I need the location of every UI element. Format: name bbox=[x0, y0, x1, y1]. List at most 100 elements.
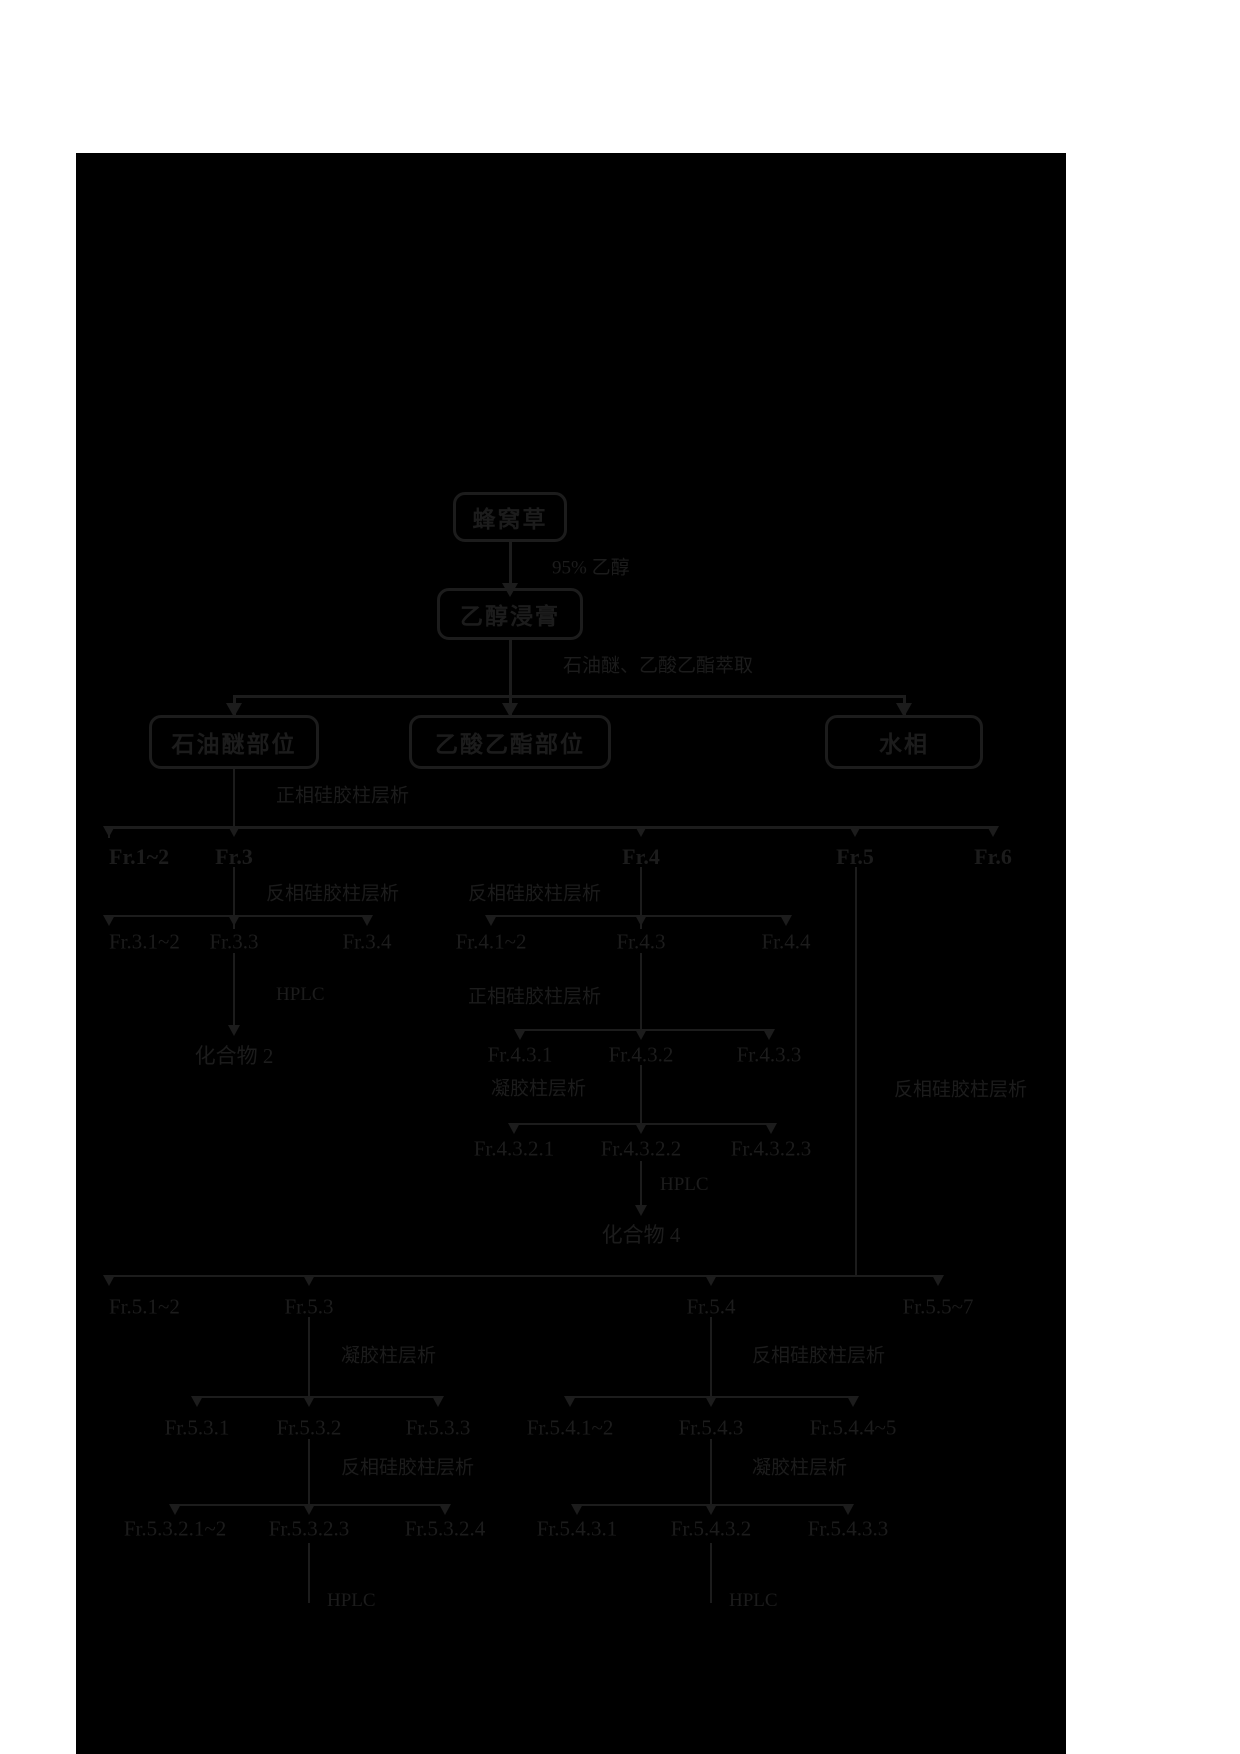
condition-c-ethanol: 95% 乙醇 bbox=[552, 557, 630, 579]
connector-fr5432-bottom bbox=[710, 1543, 712, 1603]
fraction-fr44: Fr.4.4 bbox=[761, 929, 811, 954]
arrowhead-fr431 bbox=[514, 1029, 526, 1040]
arrowhead-fr4323 bbox=[765, 1123, 777, 1134]
arrowhead-water bbox=[896, 703, 912, 717]
connector-pe-bus bbox=[233, 766, 235, 828]
arrowhead-eaf bbox=[502, 703, 518, 717]
connector-fr43 bbox=[640, 953, 642, 1031]
fraction-fr6: Fr.6 bbox=[974, 844, 1012, 869]
fraction-fr531: Fr.5.3.1 bbox=[164, 1415, 230, 1440]
connector-fr432 bbox=[640, 1065, 642, 1127]
arrowhead-pe bbox=[226, 703, 242, 717]
connector-fr53 bbox=[308, 1317, 310, 1399]
arrowhead-fr532 bbox=[303, 1396, 315, 1407]
fraction-fr4321: Fr.4.3.2.1 bbox=[473, 1136, 555, 1161]
bottom-label-hplc-b2: HPLC bbox=[729, 1590, 778, 1611]
condition-c-hplc-4322: HPLC bbox=[660, 1174, 709, 1195]
condition-c-gel-fr543: 凝胶柱层析 bbox=[752, 1457, 848, 1479]
fraction-fr512: Fr.5.1~2 bbox=[109, 1294, 180, 1319]
fraction-fr53212: Fr.5.3.2.1~2 bbox=[123, 1516, 227, 1541]
fraction-fr532: Fr.5.3.2 bbox=[276, 1415, 342, 1440]
arrowhead-fr5 bbox=[849, 826, 861, 837]
connector-fr4322-cmp4 bbox=[640, 1161, 642, 1213]
connector-fr33-cmp2 bbox=[233, 953, 235, 1031]
compound-cmp4: 化合物 4 bbox=[601, 1223, 681, 1247]
fraction-fr5433: Fr.5.4.3.3 bbox=[807, 1516, 889, 1541]
fraction-fr5432: Fr.5.4.3.2 bbox=[670, 1516, 752, 1541]
condition-c-np-pe: 正相硅胶柱层析 bbox=[276, 785, 410, 807]
connector-fr532 bbox=[308, 1439, 310, 1507]
arrowhead-fr533 bbox=[432, 1396, 444, 1407]
arrowhead-cmp2 bbox=[228, 1025, 240, 1036]
arrowhead-fr432 bbox=[635, 1029, 647, 1040]
compound-cmp2: 化合物 2 bbox=[194, 1044, 274, 1068]
box-eaf: 乙酸乙酯部位 bbox=[409, 715, 611, 769]
arrowhead-fr4 bbox=[635, 826, 647, 837]
fraction-fr431: Fr.4.3.1 bbox=[487, 1042, 553, 1067]
condition-c-gel-fr53: 凝胶柱层析 bbox=[341, 1345, 437, 1367]
arrowhead-fr531 bbox=[191, 1396, 203, 1407]
arrowhead-fr53 bbox=[303, 1275, 315, 1286]
bus-extraction bbox=[233, 695, 905, 698]
fraction-fr312: Fr.3.1~2 bbox=[109, 929, 180, 954]
arrowhead-fr44 bbox=[780, 915, 792, 926]
condition-c-np-fr43: 正相硅胶柱层析 bbox=[468, 986, 602, 1008]
condition-c-rp-fr532: 反相硅胶柱层析 bbox=[341, 1457, 475, 1479]
arrowhead-fr5412 bbox=[564, 1396, 576, 1407]
fraction-fr53223: Fr.5.3.2.3 bbox=[268, 1516, 350, 1541]
fraction-fr5412: Fr.5.4.1~2 bbox=[526, 1415, 614, 1440]
arrowhead-fr5432 bbox=[705, 1504, 717, 1515]
connector-fr4 bbox=[640, 867, 642, 929]
bus-fr5 bbox=[109, 1275, 938, 1277]
arrowhead-fr557 bbox=[932, 1275, 944, 1286]
arrowhead-fr512 bbox=[103, 1275, 115, 1286]
arrowhead-fr5433 bbox=[842, 1504, 854, 1515]
arrowhead-fr433 bbox=[763, 1029, 775, 1040]
bus-fr53 bbox=[197, 1396, 438, 1398]
box-herb: 蜂窝草 bbox=[453, 492, 567, 542]
condition-c-rp-fr4: 反相硅胶柱层析 bbox=[468, 883, 602, 905]
arrowhead-fr43 bbox=[635, 915, 647, 926]
arrowhead-fr5431 bbox=[571, 1504, 583, 1515]
fraction-fr34: Fr.3.4 bbox=[342, 929, 392, 954]
arrowhead-fr12 bbox=[103, 826, 115, 837]
fraction-fr557: Fr.5.5~7 bbox=[902, 1294, 974, 1319]
fraction-fr533: Fr.5.3.3 bbox=[405, 1415, 471, 1440]
arrowhead-fr312 bbox=[103, 915, 115, 926]
arrowhead-cmp4 bbox=[635, 1205, 647, 1216]
condition-c-gel-fr432: 凝胶柱层析 bbox=[491, 1078, 587, 1100]
connector-fr3 bbox=[233, 867, 235, 929]
fraction-fr433: Fr.4.3.3 bbox=[736, 1042, 802, 1067]
fraction-fr43: Fr.4.3 bbox=[616, 929, 666, 954]
box-extract: 乙醇浸膏 bbox=[437, 588, 583, 640]
arrowhead-fr5445 bbox=[847, 1396, 859, 1407]
box-water: 水相 bbox=[825, 715, 983, 769]
connector-fr54 bbox=[710, 1317, 712, 1399]
connector-fr5 bbox=[855, 867, 857, 1277]
connector-fr543 bbox=[710, 1439, 712, 1507]
arrowhead-fr412 bbox=[485, 915, 497, 926]
fraction-fr412: Fr.4.1~2 bbox=[455, 929, 527, 954]
condition-c-rp-fr5: 反相硅胶柱层析 bbox=[894, 1079, 1028, 1101]
condition-c-hplc-fr33: HPLC bbox=[276, 984, 325, 1005]
arrowhead-fr4322 bbox=[635, 1123, 647, 1134]
arrowhead-fr53223 bbox=[303, 1504, 315, 1515]
fraction-fr543: Fr.5.4.3 bbox=[678, 1415, 744, 1440]
arrowhead-fr34 bbox=[361, 915, 373, 926]
bottom-label-hplc-b1: HPLC bbox=[327, 1590, 376, 1611]
fraction-fr53: Fr.5.3 bbox=[284, 1294, 334, 1319]
arrowhead-fr53224 bbox=[439, 1504, 451, 1515]
fraction-fr54: Fr.5.4 bbox=[686, 1294, 736, 1319]
arrowhead-fr53212 bbox=[169, 1504, 181, 1515]
fraction-fr4322: Fr.4.3.2.2 bbox=[600, 1136, 682, 1161]
fraction-fr432: Fr.4.3.2 bbox=[608, 1042, 674, 1067]
arrowhead-fr3 bbox=[228, 826, 240, 837]
arrowhead-fr4321 bbox=[508, 1123, 520, 1134]
fraction-fr5431: Fr.5.4.3.1 bbox=[536, 1516, 618, 1541]
connector-herb-extract bbox=[509, 539, 512, 587]
fraction-fr4: Fr.4 bbox=[622, 844, 660, 869]
condition-c-extract: 石油醚、乙酸乙酯萃取 bbox=[563, 655, 754, 677]
arrowhead-fr54 bbox=[705, 1275, 717, 1286]
bus-fr-level1 bbox=[109, 826, 994, 829]
